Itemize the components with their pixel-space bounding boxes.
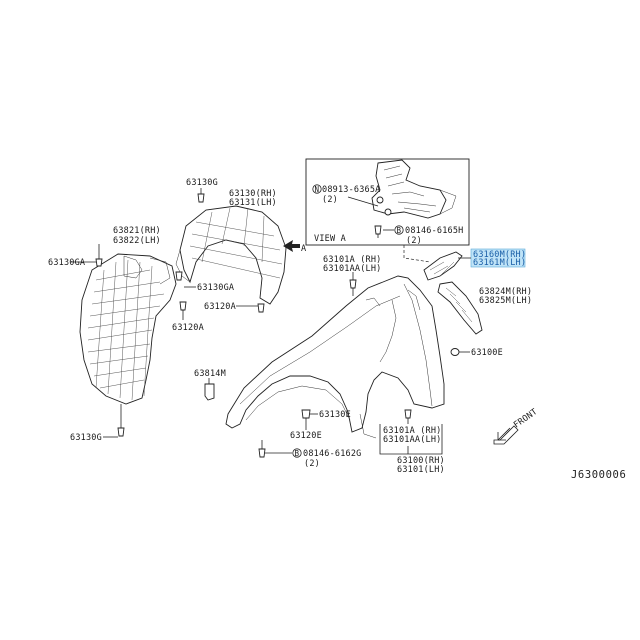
label-08913-qty: (2) bbox=[322, 195, 338, 205]
fender-lower-bolt bbox=[404, 409, 412, 424]
label-08913-6365A: 08913-6365A bbox=[322, 185, 381, 195]
view-a-arrow-letter: A bbox=[301, 244, 306, 254]
label-63100E: 63100E bbox=[471, 348, 503, 358]
fender-liner-inner bbox=[175, 205, 287, 305]
label-63130-rh: 63130(RH) bbox=[229, 189, 277, 199]
label-63130G-bottom: 63130G bbox=[70, 433, 102, 443]
label-63120A-right: 63120A bbox=[204, 302, 236, 312]
view-a-inset: VIEW A N 08913-6365A (2) B 08146-6165H (… bbox=[305, 158, 470, 246]
label-63824M-rh: 63824M(RH) bbox=[479, 287, 532, 297]
label-63130G-top: 63130G bbox=[186, 178, 218, 188]
front-direction-arrow: FRONT bbox=[493, 407, 540, 445]
fender-side-bracket bbox=[437, 281, 483, 335]
label-63101AA-lh: 63101AA(LH) bbox=[323, 264, 382, 274]
bracket-63814M bbox=[204, 378, 215, 401]
label-63120E: 63120E bbox=[290, 431, 322, 441]
label-08146-6162G-qty: (2) bbox=[304, 459, 320, 469]
fender-liner-outer bbox=[79, 253, 177, 405]
label-63822-lh: 63822(LH) bbox=[113, 236, 161, 246]
clip-63130E bbox=[301, 409, 318, 419]
label-63131-lh: 63131(LH) bbox=[229, 198, 277, 208]
label-63101A-rh-lower: 63101A (RH) bbox=[383, 426, 442, 436]
label-63130GA-mid: 63130GA bbox=[197, 283, 234, 293]
view-a-arrow: A bbox=[283, 240, 306, 254]
label-63130E: 63130E bbox=[319, 410, 351, 420]
fender-top-bolt bbox=[349, 272, 357, 296]
fender-upper-bracket bbox=[423, 251, 463, 281]
label-63161M-lh: 63161M(LH) bbox=[473, 258, 526, 268]
label-08146-6162G: 08146-6162G bbox=[303, 449, 362, 459]
front-label: FRONT bbox=[512, 407, 540, 430]
label-63101-lh: 63101(LH) bbox=[397, 465, 445, 475]
bolt-08146-6162G bbox=[258, 440, 292, 458]
label-63821-rh: 63821(RH) bbox=[113, 226, 161, 236]
label-63814M: 63814M bbox=[194, 369, 226, 379]
liner-clips-left bbox=[70, 244, 125, 438]
label-63101AA-lh-lower: 63101AA(LH) bbox=[383, 435, 442, 445]
bolt-symbol-b: B bbox=[397, 226, 402, 235]
grommet-63100E bbox=[450, 348, 470, 356]
reference-code: J6300006 bbox=[571, 469, 626, 481]
label-63160M-rh: 63160M(RH) bbox=[473, 250, 526, 260]
inner-liner-clips bbox=[175, 188, 265, 320]
label-63130GA-left: 63130GA bbox=[48, 258, 85, 268]
label-08146-6165H-qty: (2) bbox=[406, 236, 422, 246]
view-a-title: VIEW A bbox=[314, 234, 346, 244]
bolt-symbol-b-lower: B bbox=[295, 449, 300, 458]
label-63101A-rh: 63101A (RH) bbox=[323, 255, 382, 265]
label-08146-6165H: 08146-6165H bbox=[405, 226, 464, 236]
label-63825M-lh: 63825M(LH) bbox=[479, 296, 532, 306]
nut-symbol-n: N bbox=[315, 185, 320, 194]
label-63100-rh: 63100(RH) bbox=[397, 456, 445, 466]
front-fender bbox=[225, 275, 445, 439]
label-63120A-bottom: 63120A bbox=[172, 323, 204, 333]
